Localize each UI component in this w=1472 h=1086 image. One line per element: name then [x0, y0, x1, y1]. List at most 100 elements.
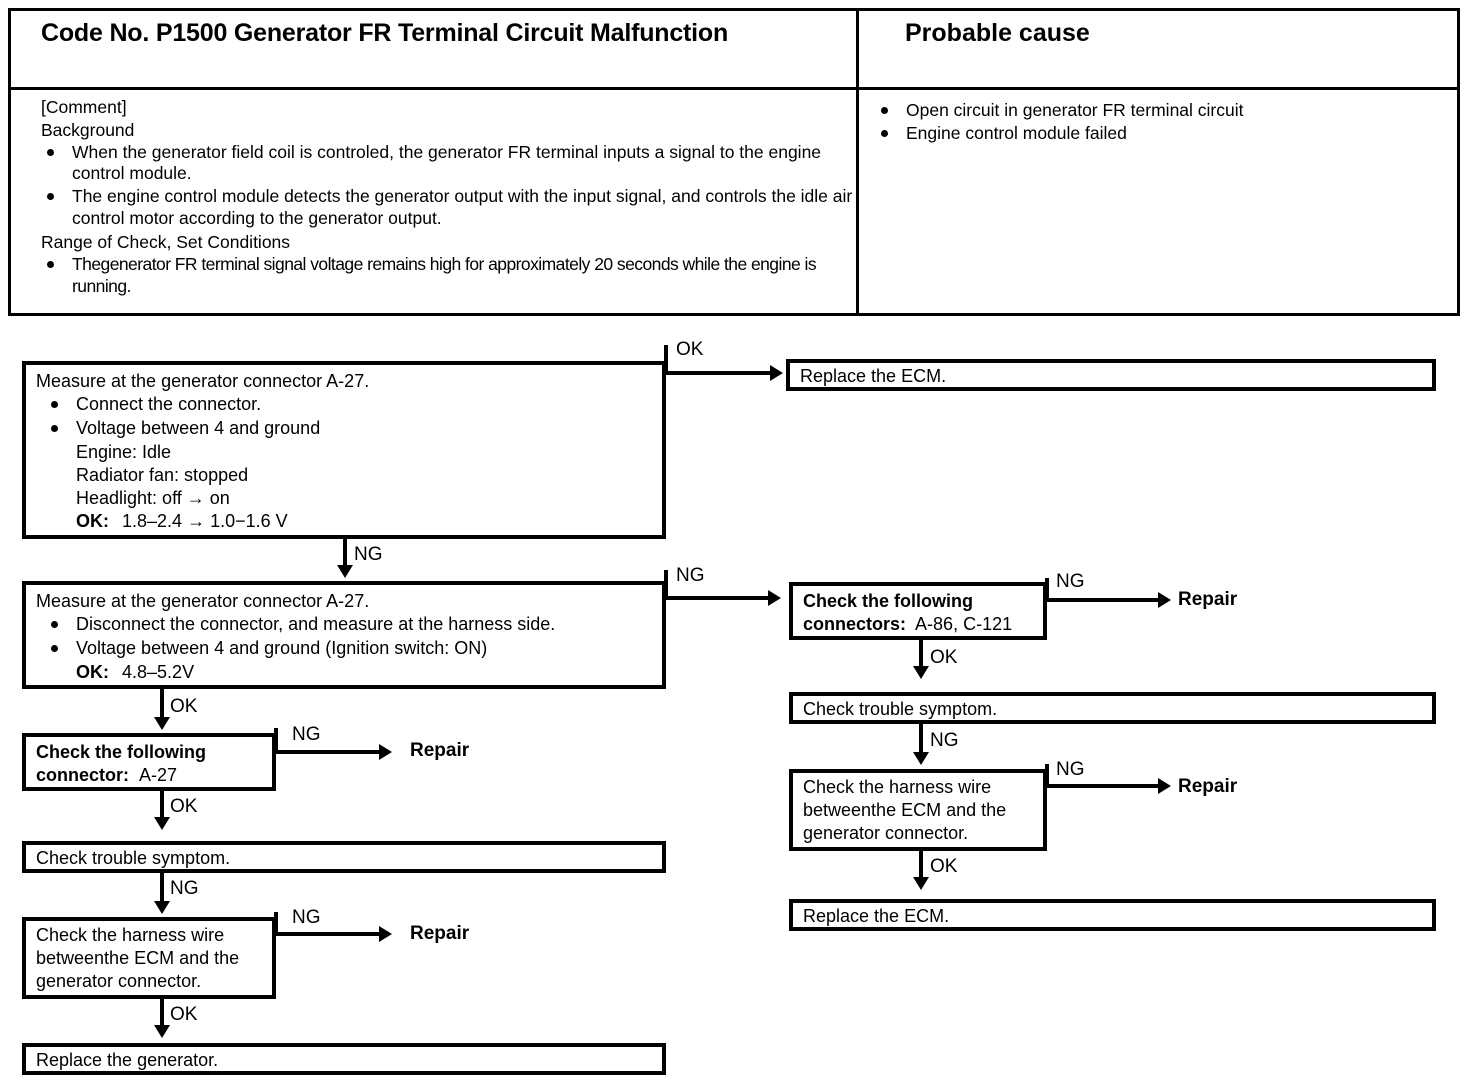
ok-spec-row: OK: 4.8–5.2V	[36, 661, 662, 684]
flow-box-title: Measure at the generator connector A-27.	[36, 371, 370, 391]
flow-box-text: Replace the generator.	[36, 1050, 219, 1070]
arrow-a86-ng	[1158, 592, 1171, 608]
ok-spec-label: OK:	[76, 511, 109, 532]
bullet-text: Connect the connector.	[76, 394, 262, 415]
flow-box-text: Replace the ECM.	[800, 366, 947, 386]
range-of-check-label: Range of Check, Set Conditions	[41, 232, 291, 252]
bullet-text: Voltage between 4 and ground (Ignition s…	[76, 638, 488, 659]
arrow-harness-left-ng	[379, 926, 392, 942]
flow-box-title: Measure at the generator connector A-27.	[36, 591, 370, 611]
flow-box-check-harness-right: Check the harness wire betweenthe ECM an…	[789, 769, 1047, 851]
condition-headlight: Headlight: off → on	[76, 488, 230, 509]
edge-label-ok: OK	[170, 796, 198, 817]
list-item: Open circuit in generator FR terminal ci…	[875, 100, 1457, 122]
bullet-icon	[51, 645, 58, 653]
arrow-box2-ok	[154, 717, 170, 730]
bullet-icon	[51, 425, 58, 433]
edge-label-ok: OK	[170, 696, 198, 717]
bullet-icon	[881, 129, 888, 137]
check-connector-value: A-27	[139, 765, 178, 786]
edge-label-ok: OK	[170, 1004, 198, 1025]
flow-box-replace-ecm-top: Replace the ECM.	[786, 359, 1436, 391]
edge-label-ng: NG	[292, 724, 321, 745]
check-connector-line2: connector: A-27	[36, 764, 272, 787]
arrow-a27-ng	[379, 744, 392, 760]
ok-spec-row: OK: 1.8–2.4 → 1.0−1.6 V	[36, 510, 662, 533]
terminal-repair-harness-left: Repair	[410, 923, 470, 944]
flow-box-replace-generator: Replace the generator.	[22, 1043, 666, 1075]
check-connectors-line2: connectors: A-86, C-121	[803, 613, 1043, 636]
info-table: Code No. P1500 Generator FR Terminal Cir…	[8, 8, 1460, 316]
flow-box-text: Check trouble symptom.	[36, 848, 231, 868]
edge-box2-ng-stub	[664, 570, 668, 598]
edge-a27-ok-vertical	[160, 791, 164, 823]
edge-label-ok: OK	[676, 339, 704, 360]
range-of-check-list: Thegenerator FR terminal signal voltage …	[41, 254, 856, 298]
edge-label-ok: OK	[930, 856, 958, 877]
edge-box2-ng-horizontal	[664, 596, 770, 600]
arrow-a27-ok	[154, 817, 170, 830]
arrow-harness-right-ok	[913, 877, 929, 890]
list-item: Voltage between 4 and ground (Ignition s…	[36, 637, 662, 660]
edge-box2-ok-vertical	[160, 689, 164, 723]
edge-harness-right-ng-horizontal	[1045, 784, 1160, 788]
bullet-text: Disconnect the connector, and measure at…	[76, 614, 556, 635]
bullet-icon	[47, 148, 54, 156]
condition-engine: Engine: Idle	[76, 442, 172, 463]
edge-label-ng: NG	[1056, 759, 1085, 780]
condition-radiator-fan: Radiator fan: stopped	[76, 465, 249, 486]
edge-trouble-left-ng-vertical	[160, 873, 164, 907]
bullet-icon	[51, 621, 58, 629]
background-list: When the generator field coil is control…	[41, 142, 856, 231]
edge-harness-right-ng-stub	[1045, 764, 1049, 788]
list-item: Engine control module failed	[875, 123, 1457, 145]
edge-label-ng: NG	[354, 544, 383, 565]
probable-cause-title-cell: Probable cause	[859, 11, 1457, 90]
edge-label-ng: NG	[930, 730, 959, 751]
bullet-icon	[51, 401, 58, 409]
edge-label-ng: NG	[292, 907, 321, 928]
edge-label-ok: OK	[930, 647, 958, 668]
harness-line2: betweenthe ECM and the	[803, 800, 1007, 821]
flow-box-bullets: Disconnect the connector, and measure at…	[36, 613, 662, 660]
background-label: Background	[41, 119, 135, 140]
edge-a27-ng-stub	[274, 728, 278, 754]
edge-box1-ng-vertical	[343, 539, 347, 571]
flow-box-measure-harness: Measure at the generator connector A-27.…	[22, 581, 666, 689]
edge-box1-ok-stub	[664, 345, 668, 373]
probable-cause-cell: Open circuit in generator FR terminal ci…	[859, 90, 1457, 313]
flow-box-check-trouble-right: Check trouble symptom.	[789, 692, 1436, 724]
comment-cell: [Comment] Background When the generator …	[11, 90, 856, 313]
background-item-text: The engine control module detects the ge…	[72, 186, 853, 229]
cause-text: Open circuit in generator FR terminal ci…	[906, 100, 1244, 120]
edge-a27-ng-horizontal	[274, 750, 381, 754]
arrow-trouble-left-ng	[154, 901, 170, 914]
arrow-box1-ng	[337, 565, 353, 578]
page-title: Code No. P1500 Generator FR Terminal Cir…	[41, 19, 729, 47]
code-title-cell: Code No. P1500 Generator FR Terminal Cir…	[11, 11, 856, 90]
ok-spec-value: 4.8–5.2V	[122, 662, 195, 683]
list-item: Thegenerator FR terminal signal voltage …	[41, 254, 856, 298]
flow-box-check-trouble-left: Check trouble symptom.	[22, 841, 666, 873]
arrow-harness-right-ng	[1158, 778, 1171, 794]
flow-box-check-connector-a27: Check the following connector: A-27	[22, 733, 276, 791]
harness-line1: Check the harness wire	[36, 925, 225, 945]
cause-text: Engine control module failed	[906, 122, 1127, 143]
ok-spec-value: 1.8–2.4 → 1.0−1.6 V	[122, 511, 288, 532]
edge-harness-left-ng-stub	[274, 912, 278, 936]
bullet-icon	[47, 193, 54, 201]
bullet-icon	[881, 107, 888, 114]
check-connector-line1: Check the following	[36, 742, 207, 762]
probable-cause-list: Open circuit in generator FR terminal ci…	[875, 100, 1457, 145]
arrow-box2-ng	[768, 590, 781, 606]
list-item: Connect the connector.	[36, 393, 662, 416]
terminal-repair-a86: Repair	[1178, 589, 1238, 610]
edge-a86-ok-vertical	[919, 640, 923, 672]
background-item-text: When the generator field coil is control…	[72, 141, 822, 184]
terminal-repair-a27: Repair	[410, 740, 470, 761]
list-item: When the generator field coil is control…	[41, 142, 856, 186]
check-connectors-label: connectors:	[803, 614, 907, 635]
harness-line3: generator connector.	[803, 823, 969, 844]
edge-a86-ng-horizontal	[1045, 598, 1160, 602]
arrow-a86-ok	[913, 666, 929, 679]
